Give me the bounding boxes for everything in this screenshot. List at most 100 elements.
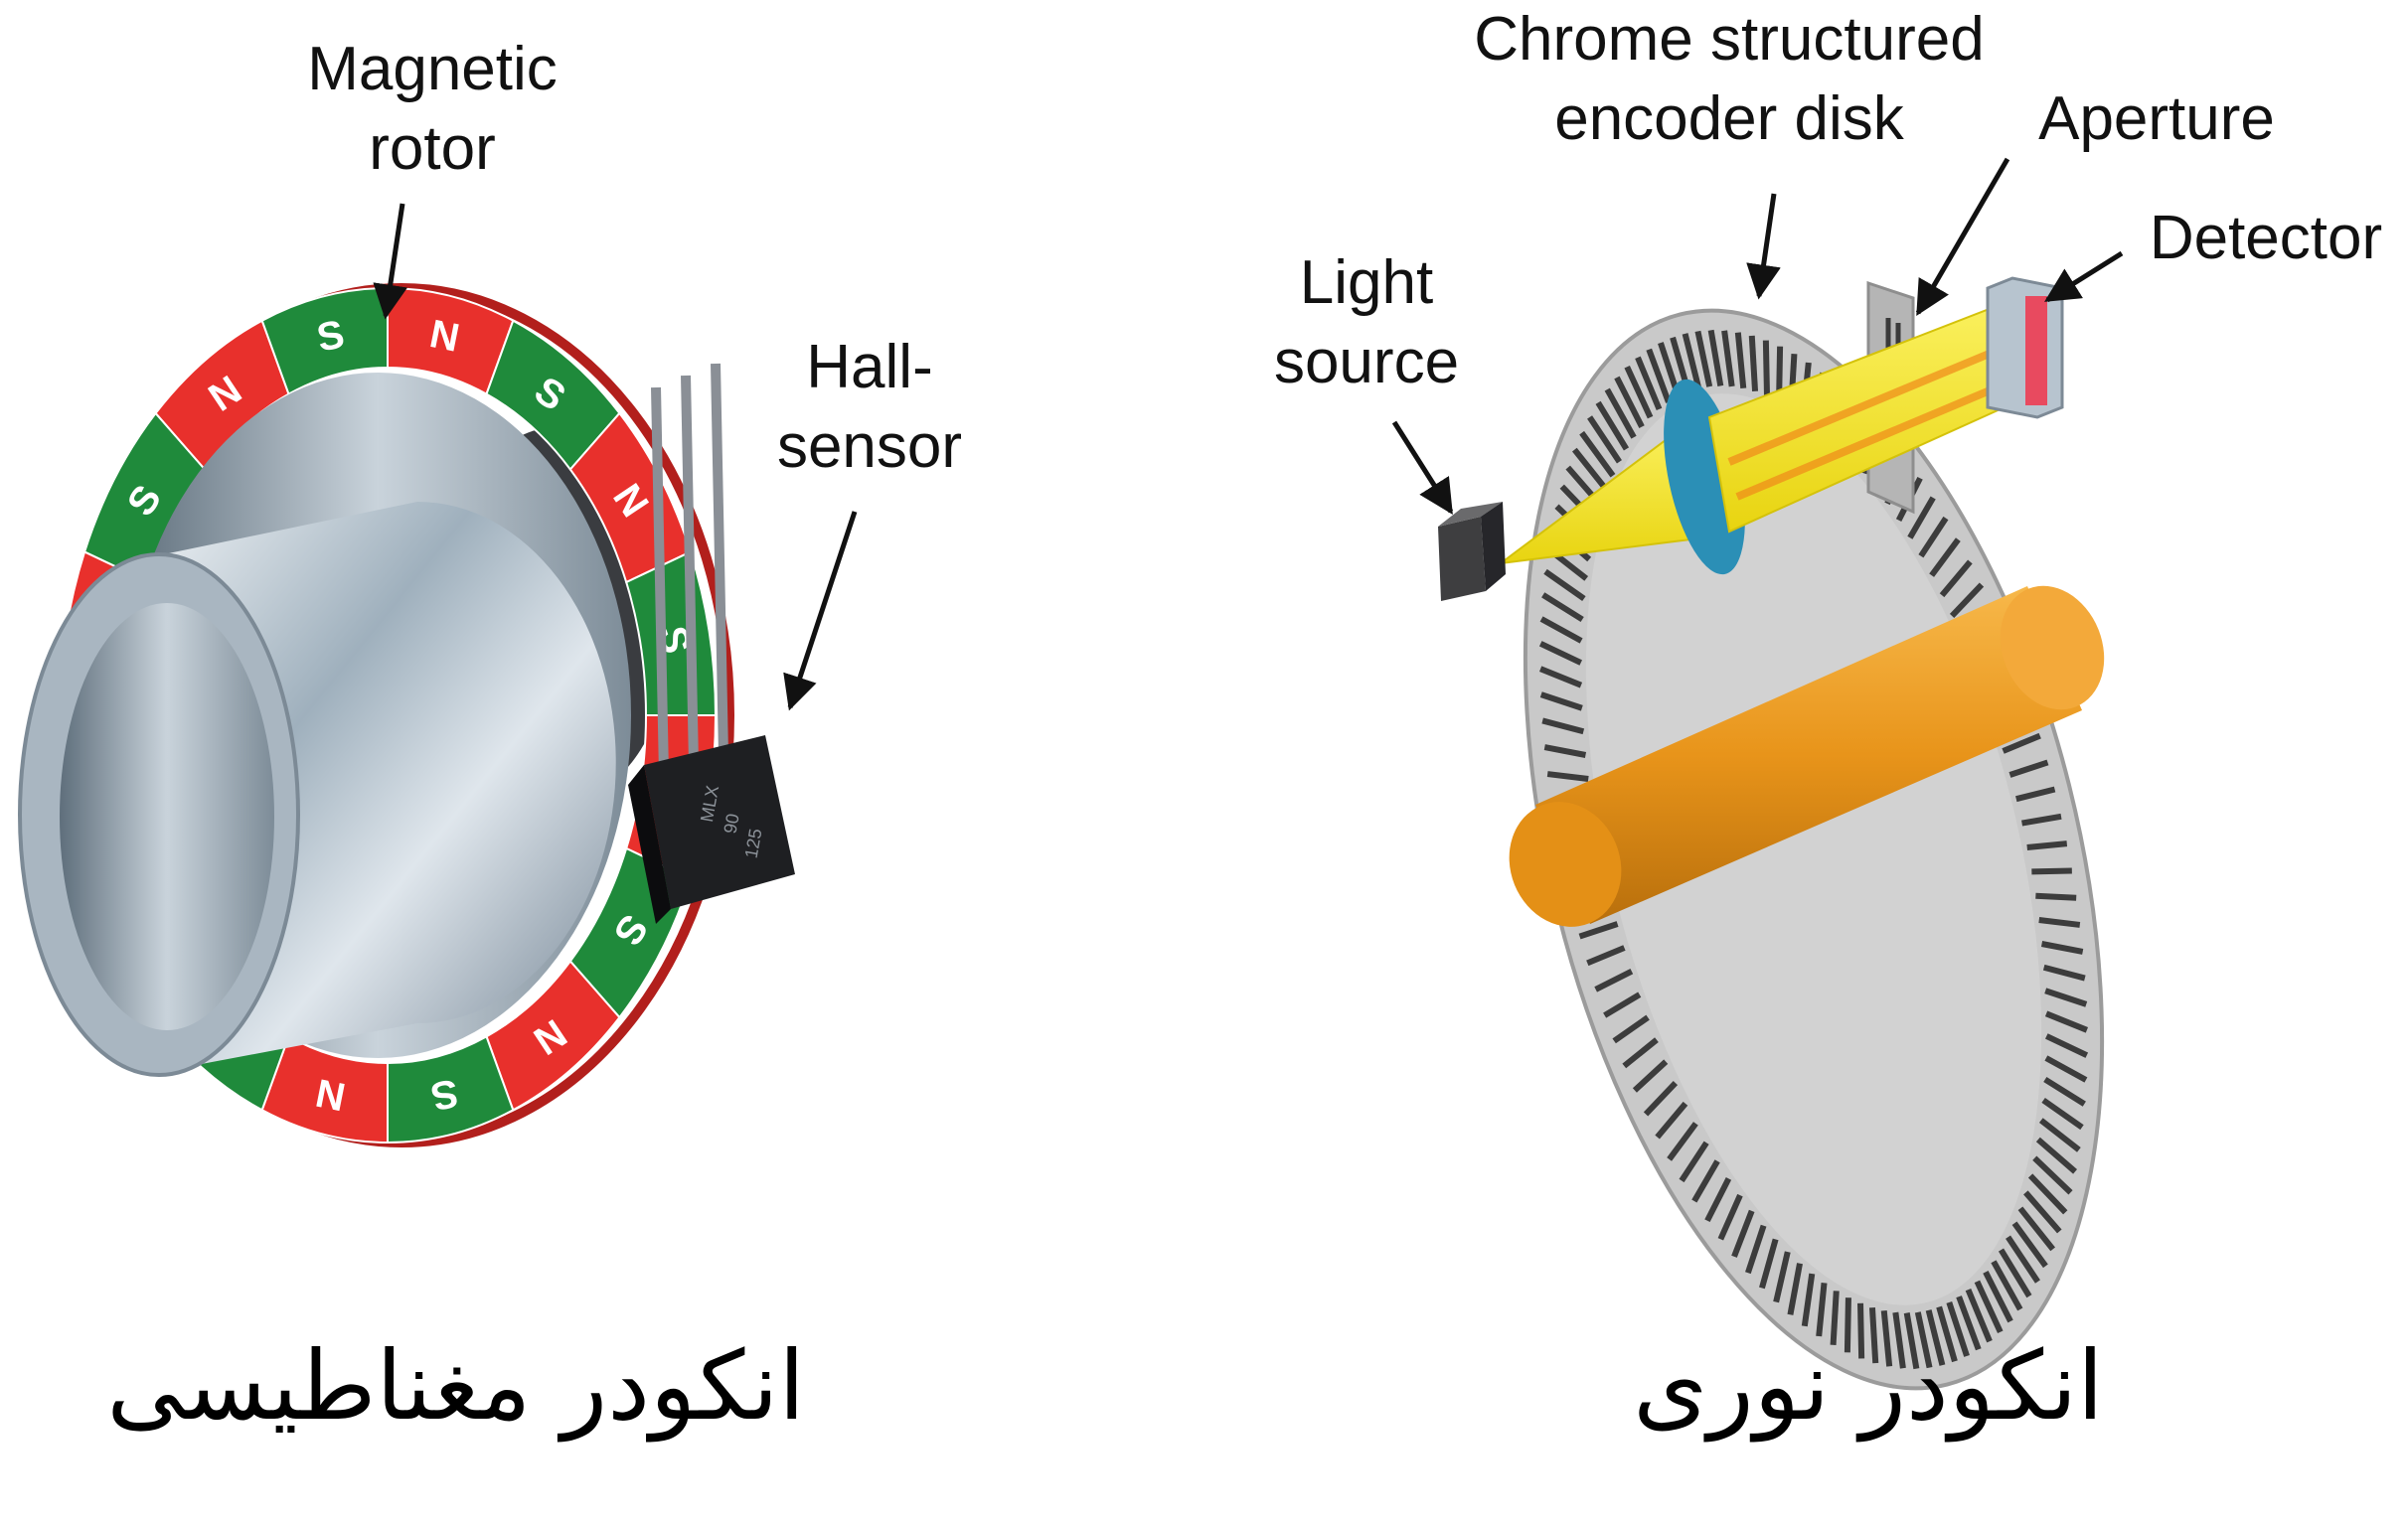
encoder-disk-slot [1595, 400, 1630, 451]
optical-encoder-caption: انکودر نوری [1633, 1330, 2104, 1442]
hall-sensor-label-line1: Hall- [806, 333, 933, 401]
encoder-disk-slot [1655, 1101, 1688, 1140]
light-source-label: Light source [1227, 243, 1506, 402]
encoder-disk-slot [1801, 1273, 1816, 1327]
encoder-disk-slot [1918, 516, 1949, 558]
encoder-disk-slot [1830, 1291, 1840, 1346]
encoder-disk-slot [1612, 1014, 1650, 1044]
metal-sleeve-bore [60, 603, 274, 1030]
hall-sensor-lead [711, 363, 728, 756]
encoder-disk-slot [1543, 744, 1587, 758]
hall-sensor-package-side [628, 765, 671, 924]
encoder-disk-slot [1704, 1177, 1732, 1223]
encoder-disk-slot [2040, 941, 2084, 955]
encoder-disk-slot [1907, 496, 1936, 539]
encoder-disk-slot [1868, 1306, 1879, 1364]
encoder-disk-slot [2044, 1033, 2089, 1058]
encoder-disk-slot [1956, 1296, 1982, 1351]
encoder-disk-slot [1543, 568, 1586, 602]
encoder-disk-slot [1946, 1301, 1970, 1357]
magnetic-rotor-arrow [373, 203, 407, 320]
encoder-disk-slot [2032, 1155, 2073, 1195]
encoder-disk-slot [1914, 1311, 1933, 1369]
encoder-disk-slot [2038, 1118, 2081, 1152]
magnetic-rotor-label-line2: rotor [369, 114, 496, 183]
encoder-disk-slot [1632, 1059, 1669, 1093]
hall-sensor-marking: 90 [721, 812, 743, 835]
encoder-disk-slot [1541, 717, 1585, 735]
encoder-disk-slot [2021, 813, 2062, 827]
encoder-disk-slot [1546, 771, 1589, 783]
encoder-disk-slot [2017, 1206, 2056, 1252]
shaft [1509, 585, 2105, 927]
magnetic-rotor-label-line1: Magnetic [307, 35, 558, 103]
encoder-disk-slot [1816, 1283, 1828, 1337]
encoder-disk-slot [2015, 786, 2056, 803]
magnetic-encoder-illustration: NSNSNSNSNSNSNSNS MLX 90 125 [18, 203, 858, 1147]
light-source-arrow [1391, 420, 1454, 515]
encoder-disk-slot [1635, 356, 1663, 411]
light-source [1438, 502, 1506, 601]
encoder-disk-slot [1541, 592, 1584, 623]
encoder-disk-slot [2006, 1235, 2040, 1284]
hall-sensor-label-line2: sensor [776, 412, 963, 481]
hall-sensor-package [644, 735, 795, 909]
encoder-disk-slot [1773, 1251, 1791, 1303]
encoder-disk-slot [1682, 333, 1702, 389]
encoder-disk-slot [1587, 415, 1622, 464]
encoder-disk-slot [1538, 641, 1583, 666]
encoder-disk-slot [1717, 1193, 1743, 1241]
light-source-front [1438, 517, 1486, 601]
encoder-disk-slot [1903, 1312, 1920, 1370]
encoder-disk-slot [1745, 1224, 1767, 1275]
encoder-disk-slot [1679, 1141, 1709, 1183]
aperture-label: Aperture [2007, 79, 2306, 159]
encoder-disk-slot [1667, 1122, 1698, 1161]
encoder-disk-slot [1643, 1080, 1679, 1117]
encoder-disk-slot [1925, 1309, 1946, 1366]
encoder-disk-arrow [1746, 193, 1781, 300]
encoder-disk-slot [2038, 916, 2081, 928]
encoder-disk-slot [1998, 1248, 2032, 1298]
hall-sensor-lead [651, 386, 669, 776]
encoder-disk-slot [1731, 1209, 1755, 1258]
encoder-disk-slot [1578, 921, 1619, 940]
encoder-disk-slot [2031, 867, 2072, 875]
light-source-side [1481, 502, 1506, 591]
encoder-disk-slot [1707, 329, 1724, 386]
encoder-disk-slots [1538, 329, 2089, 1370]
encoder-disk-slot [1949, 582, 1985, 619]
encoder-disk-slot [1538, 666, 1583, 688]
encoder-disk-slot [2044, 1055, 2088, 1083]
hall-sensor-arrow [783, 511, 858, 711]
magnetic-encoder-caption: انکودر مغناطیسی [106, 1330, 805, 1442]
shaft-end-near [1509, 802, 1622, 927]
encoder-disk-slot [2027, 1173, 2068, 1215]
encoder-disk-slot [2044, 1010, 2089, 1033]
encoder-disk-slot [1579, 430, 1616, 478]
encoder-disk-slot [1929, 537, 1961, 577]
encoder-disk-slot [1603, 991, 1642, 1018]
encoder-disk-slot [1614, 376, 1645, 428]
light-source-label-line2: source [1273, 328, 1460, 396]
encoder-disk-slot [1939, 559, 1973, 598]
encoder-disk-slot [2042, 964, 2086, 982]
encoder-disk-slot [2023, 1190, 2062, 1234]
encoder-disk-slot [1974, 1280, 2004, 1334]
encoder-disk-slot [1936, 1305, 1958, 1363]
encoder-disk-slot [1787, 1263, 1803, 1315]
encoder-disk-slot [1892, 1311, 1906, 1369]
hall-sensor-lead [681, 375, 699, 766]
encoder-disk-label-line2: encoder disk [1554, 84, 1904, 153]
detector-label-text: Detector [2149, 204, 2383, 272]
optical-encoder-illustration [1391, 157, 2124, 1391]
encoder-disk-slot [1594, 969, 1634, 992]
encoder-disk-slot [1759, 1238, 1779, 1290]
encoder-disk-label-line1: Chrome structured [1474, 5, 1985, 74]
encoder-disk-slot [2008, 759, 2049, 778]
encoder-disk-slot [1691, 1159, 1720, 1203]
encoder-disk-slot [1734, 332, 1747, 389]
detector-arrow [2044, 250, 2124, 303]
hall-sensor-label: Hall- sensor [730, 328, 1009, 487]
encoder-disk-slot [1624, 365, 1654, 419]
